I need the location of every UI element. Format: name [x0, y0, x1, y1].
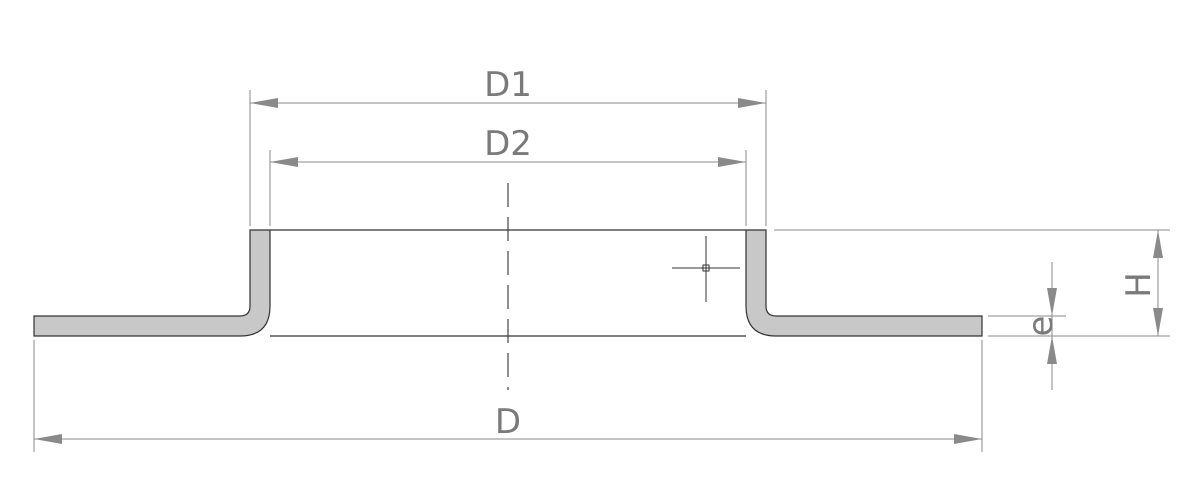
d1-arrow-left [250, 98, 278, 108]
e-arrow-top [1047, 288, 1057, 316]
h-label: H [1119, 272, 1159, 298]
h-arrow-top [1153, 230, 1163, 258]
right-flange-section [745, 229, 983, 337]
e-label: e [1021, 316, 1061, 337]
d2-label: D2 [484, 124, 532, 164]
d2-arrow-left [270, 157, 298, 167]
d-arrow-right [954, 434, 982, 444]
d-arrow-left [34, 434, 62, 444]
crosshair-cursor-icon [672, 236, 740, 302]
h-arrow-bottom [1153, 308, 1163, 336]
e-arrow-bottom [1047, 336, 1057, 364]
left-flange-section [33, 229, 271, 337]
d-label: D [495, 402, 521, 442]
d1-arrow-right [738, 98, 766, 108]
d2-arrow-right [718, 157, 746, 167]
d1-label: D1 [484, 65, 532, 105]
